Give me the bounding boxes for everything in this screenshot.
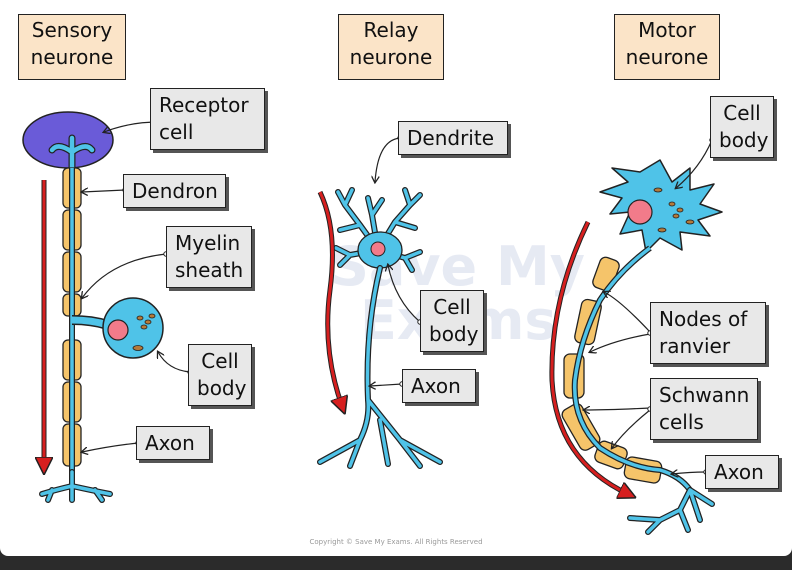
relay-axon-label: Axon — [411, 374, 461, 398]
bottom-bar — [0, 556, 792, 570]
schwann-label-line1: Schwann — [659, 383, 750, 407]
motor-cell-body-shape — [599, 159, 723, 253]
label-sensory-axon: Axon — [136, 426, 210, 460]
motor-cell-body-line2: body — [719, 128, 769, 152]
copyright-notice: Copyright © Save My Exams. All Rights Re… — [309, 538, 483, 546]
nodes-label-line1: Nodes of — [659, 307, 748, 331]
myelin-label-line2: sheath — [175, 258, 244, 282]
label-motor-axon: Axon — [705, 455, 779, 489]
myelin-label-line1: Myelin — [175, 231, 241, 255]
sensory-cell-body-shape — [102, 297, 164, 359]
relay-neurone-title: Relay neurone — [338, 14, 444, 80]
dendron-label: Dendron — [132, 179, 218, 203]
label-motor-cell-body: Cell body — [710, 96, 774, 158]
motor-neurone-title: Motor neurone — [614, 14, 720, 80]
sensory-title-line2: neurone — [30, 45, 114, 69]
sensory-neurone-title: Sensory neurone — [18, 14, 126, 80]
neurone-drawing — [22, 111, 723, 535]
relay-title-line1: Relay — [363, 18, 419, 42]
receptor-cell-shape — [22, 111, 114, 169]
label-relay-cell-body: Cell body — [420, 290, 484, 352]
sensory-axon-label: Axon — [145, 431, 195, 455]
motor-organelles — [653, 187, 695, 233]
label-dendron: Dendron — [123, 174, 226, 208]
label-sensory-cell-body: Cell body — [188, 344, 252, 406]
label-receptor-cell: Receptor cell — [150, 88, 265, 150]
sensory-title-line1: Sensory — [31, 18, 113, 42]
motor-title-line2: neurone — [625, 45, 709, 69]
sensory-neurone — [22, 111, 164, 503]
motor-title-line1: Motor — [638, 18, 696, 42]
diagram-canvas: Save My Exams — [0, 0, 792, 556]
sensory-organelles — [132, 313, 156, 351]
relay-cell-body-line1: Cell — [433, 295, 471, 319]
relay-title-line2: neurone — [349, 45, 433, 69]
motor-axon-shape — [571, 245, 693, 492]
sensory-nucleus — [107, 319, 129, 341]
receptor-label-line1: Receptor — [159, 93, 249, 117]
sensory-cell-body-line2: body — [197, 376, 247, 400]
motor-axon-label: Axon — [714, 460, 764, 484]
label-nodes-of-ranvier: Nodes of ranvier — [650, 302, 766, 364]
label-schwann-cells: Schwann cells — [650, 378, 758, 440]
label-relay-axon: Axon — [402, 369, 476, 403]
motor-cell-body-line1: Cell — [723, 101, 761, 125]
label-myelin-sheath: Myelin sheath — [166, 226, 252, 288]
receptor-label-line2: cell — [159, 120, 194, 144]
relay-neurone — [317, 187, 443, 469]
label-dendrite: Dendrite — [398, 121, 508, 155]
dendrite-label: Dendrite — [407, 126, 495, 150]
motor-nucleus — [627, 199, 653, 225]
schwann-label-line2: cells — [659, 410, 704, 434]
nodes-label-line2: ranvier — [659, 334, 731, 358]
leader-lines — [82, 121, 713, 474]
relay-nucleus — [370, 241, 386, 257]
sensory-cell-body-line1: Cell — [201, 349, 239, 373]
relay-cell-body-line2: body — [429, 322, 479, 346]
